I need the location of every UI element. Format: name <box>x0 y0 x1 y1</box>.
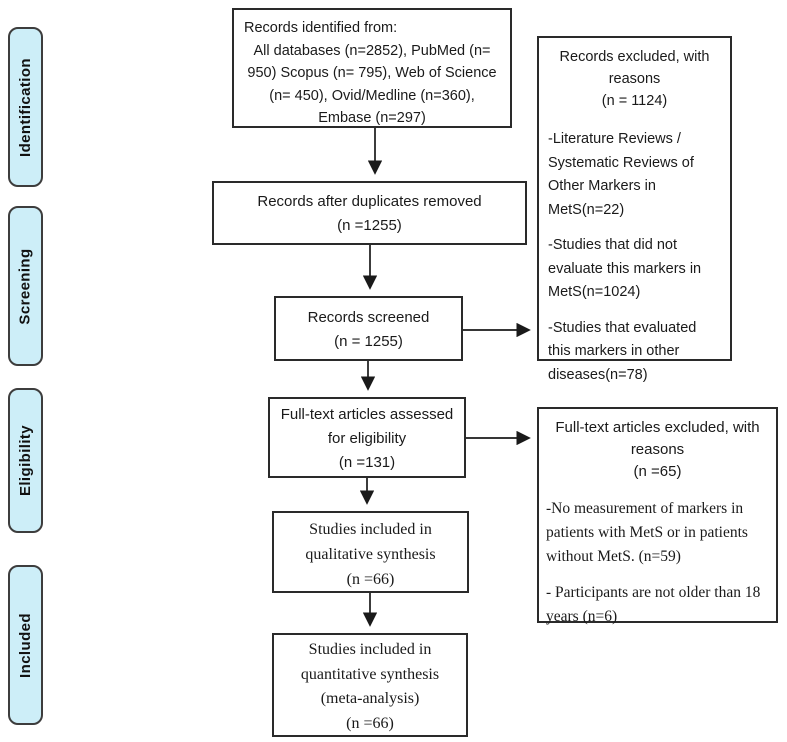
box-text-line: (n = 1255) <box>334 333 403 350</box>
box-duplicates-removed: Records after duplicates removed (n =125… <box>212 181 527 245</box>
box-fulltext-excluded: Full-text articles excluded, with reason… <box>537 407 778 625</box>
stage-label-eligibility: Eligibility <box>8 388 43 533</box>
stage-label-text: Included <box>17 612 34 678</box>
exclusion-reason: - Participants are not older than 18 yea… <box>546 584 761 625</box>
box-text-line: (n =66) <box>346 571 395 588</box>
box-records-identified: Records identified from: All databases (… <box>232 8 512 128</box>
exclusion-reason: -Studies that did not evaluate this mark… <box>548 237 702 300</box>
box-text-line: All databases (n=2852), PubMed (n= <box>253 42 491 59</box>
exclusion-heading: Records excluded, with reasons (n = 1124… <box>539 38 730 112</box>
box-qualitative-synthesis: Studies included in qualitative synthesi… <box>272 511 469 593</box>
stage-label-text: Eligibility <box>17 424 35 497</box>
box-records-screened: Records screened (n = 1255) <box>274 296 463 361</box>
box-text-line: quantitative synthesis <box>300 665 440 683</box>
stage-label-text: Screening <box>17 247 34 325</box>
box-text-line: Records identified from: <box>244 20 398 36</box>
box-text-line: 950) Scopus (n= 795), Web of Science <box>247 65 497 81</box>
box-records-excluded: Records excluded, with reasons (n = 1124… <box>537 36 732 383</box>
box-text-line: for eligibility <box>327 430 407 447</box>
exclusion-heading: Full-text articles excluded, with reason… <box>539 409 776 483</box>
box-fulltext-assessed: Full-text articles assessed for eligibil… <box>268 397 466 478</box>
box-text-line: (n =131) <box>338 454 396 471</box>
box-text-line: (n =1255) <box>337 217 402 234</box>
box-text-line: (n =65) <box>633 463 682 480</box>
box-text-line: reasons <box>630 441 685 458</box>
stage-label-included: Included <box>8 565 43 725</box>
stage-label-text: Identification <box>17 57 34 157</box>
stage-label-screening: Screening <box>8 206 43 366</box>
exclusion-reason: -Literature Reviews / Systematic Reviews… <box>548 131 694 218</box>
box-text-line: reasons <box>608 71 661 87</box>
box-quantitative-synthesis: Studies included in quantitative synthes… <box>272 633 468 737</box>
stage-label-identification: Identification <box>8 27 43 187</box>
box-text-line: (meta-analysis) <box>320 690 420 707</box>
box-text-line: Records excluded, with <box>559 49 710 65</box>
exclusion-reason: -Studies that evaluated this markers in … <box>548 319 697 383</box>
box-text-line: (n= 450), Ovid/Medline (n=360), <box>269 87 475 104</box>
box-text-line: Studies included in <box>309 521 432 538</box>
box-text-line: Full-text articles assessed <box>280 406 454 423</box>
exclusion-reason: -No measurement of markers in patients w… <box>546 500 748 565</box>
box-text-line: Embase (n=297) <box>318 110 426 126</box>
box-text-line: qualitative synthesis <box>305 546 436 563</box>
box-text-line: Records screened <box>307 309 430 326</box>
box-text-line: Records after duplicates removed <box>257 193 482 210</box>
box-text-line: Full-text articles excluded, with <box>555 419 760 436</box>
box-text-line: (n =66) <box>346 714 394 732</box>
box-text-line: Studies included in <box>308 641 432 658</box>
box-text-line: (n = 1124) <box>601 93 668 109</box>
